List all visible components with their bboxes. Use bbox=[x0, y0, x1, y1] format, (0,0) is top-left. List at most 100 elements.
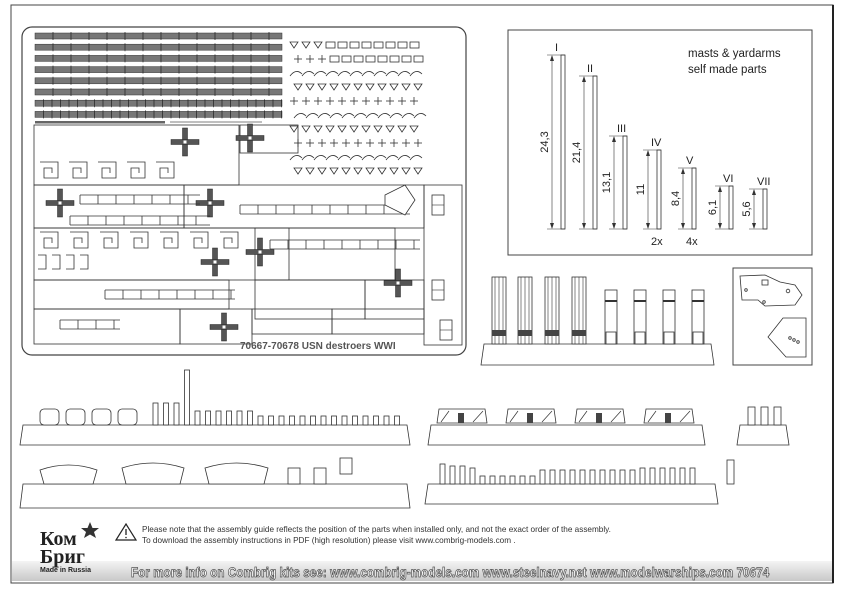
davit-part bbox=[574, 408, 626, 424]
logo-tagline: Made in Russia bbox=[40, 567, 91, 574]
sprue-base bbox=[19, 424, 411, 446]
small-fitting-part bbox=[362, 415, 369, 426]
mast-length-label: 24,3 bbox=[539, 131, 551, 152]
small-fitting-part bbox=[163, 402, 169, 426]
railing-strip bbox=[34, 55, 283, 62]
small-fitting-part bbox=[215, 410, 222, 426]
railing-strip bbox=[34, 66, 283, 73]
small-fitting-part bbox=[659, 467, 666, 485]
small-fitting-part bbox=[278, 415, 285, 426]
small-fitting-part bbox=[152, 402, 159, 426]
searchlight-part bbox=[65, 408, 86, 426]
small-fitting-part bbox=[773, 406, 782, 426]
small-fitting-part bbox=[479, 475, 486, 485]
searchlight-part bbox=[39, 408, 60, 426]
small-fitting-part bbox=[529, 475, 536, 485]
photo-etch-fret: 70667-70678 USN destroers WWI bbox=[21, 26, 467, 356]
small-fitting-part bbox=[194, 410, 201, 426]
small-fitting-part bbox=[339, 457, 353, 475]
mast-length-label: 21,4 bbox=[571, 142, 583, 163]
ventilator-part bbox=[604, 289, 618, 345]
small-fitting-part bbox=[205, 410, 211, 426]
logo-line-1: Ком bbox=[40, 528, 77, 550]
small-fitting-part bbox=[173, 402, 180, 426]
small-fitting-part bbox=[320, 415, 327, 426]
mast-id-label: II bbox=[587, 63, 593, 75]
small-fitting-part bbox=[352, 415, 358, 426]
small-fitting-part bbox=[449, 465, 456, 485]
small-fitting-part bbox=[499, 475, 506, 485]
funnel-part bbox=[544, 276, 560, 345]
small-fitting-part bbox=[331, 415, 337, 426]
mast-id-label: VII bbox=[757, 176, 770, 188]
mast-id-label: I bbox=[555, 42, 558, 54]
mast-length-label: 11 bbox=[635, 184, 647, 195]
small-fitting-part bbox=[629, 469, 636, 485]
small-fitting-part bbox=[289, 415, 295, 426]
small-fitting-part bbox=[268, 415, 274, 426]
small-fitting-part bbox=[310, 415, 316, 426]
notice-line-2: To download the assembly instructions in… bbox=[142, 535, 516, 545]
assembly-notice: Please note that the assembly guide refl… bbox=[142, 525, 611, 546]
logo-star-icon bbox=[81, 522, 99, 538]
railing-strip bbox=[34, 32, 283, 40]
small-fitting-part bbox=[469, 467, 476, 485]
railing-strip bbox=[34, 111, 283, 118]
mast-I: I 24,3 bbox=[539, 42, 566, 230]
small-fitting-part bbox=[649, 467, 656, 485]
searchlight-part bbox=[91, 408, 112, 426]
mast-VI: VI6,1 bbox=[707, 173, 733, 230]
sprue-base bbox=[427, 424, 706, 446]
small-fitting-part bbox=[313, 467, 327, 485]
masts-panel: masts & yardarms self made parts I24,3II… bbox=[507, 29, 813, 256]
small-fitting-part bbox=[589, 469, 596, 485]
funnel-part bbox=[517, 276, 533, 345]
ventilator-part bbox=[662, 289, 676, 345]
small-fitting-part bbox=[226, 410, 232, 426]
funnel-part bbox=[491, 276, 507, 345]
small-fitting-part bbox=[236, 410, 243, 426]
boat-part bbox=[204, 462, 269, 485]
sprue-base bbox=[19, 483, 411, 509]
small-fitting-part bbox=[373, 415, 379, 426]
mast-id-label: VI bbox=[723, 173, 733, 185]
small-fitting-part bbox=[609, 469, 616, 485]
small-fitting-part bbox=[689, 467, 696, 485]
small-fitting-part bbox=[383, 415, 390, 426]
footer-text: For more info on Combrig kits see: www.c… bbox=[131, 565, 770, 581]
mast-qty-label: 4x bbox=[686, 236, 698, 248]
small-fitting-part bbox=[489, 475, 496, 485]
mast-qty-label: 2x bbox=[651, 236, 663, 248]
mast-id-label: V bbox=[686, 155, 694, 167]
mast-length-label: 8,4 bbox=[670, 191, 682, 206]
small-fitting-part bbox=[747, 406, 756, 426]
logo-line-2: Бриг bbox=[40, 546, 85, 568]
small-fitting-part bbox=[247, 410, 253, 426]
mast-II: II 21,4 bbox=[571, 63, 598, 230]
ventilator-part bbox=[633, 289, 647, 345]
fret-section bbox=[423, 184, 463, 346]
small-fitting-part bbox=[579, 469, 586, 485]
railing-strip bbox=[34, 88, 283, 96]
notice-line-1: Please note that the assembly guide refl… bbox=[142, 525, 611, 534]
fret-label: 70667-70678 USN destroers WWI bbox=[240, 341, 396, 352]
small-fitting-part bbox=[760, 406, 769, 426]
small-fitting-part bbox=[549, 469, 556, 485]
small-fitting-part bbox=[679, 467, 686, 485]
small-fitting-part bbox=[394, 415, 400, 426]
small-fitting-part bbox=[669, 467, 676, 485]
small-fitting-part bbox=[287, 467, 301, 485]
warning-icon bbox=[114, 522, 138, 541]
davit-part bbox=[505, 408, 557, 424]
small-fitting-part bbox=[439, 463, 446, 485]
small-fitting-part bbox=[559, 469, 566, 485]
sprue-base bbox=[480, 343, 715, 366]
funnel-part bbox=[571, 276, 587, 345]
small-fitting-part bbox=[257, 415, 264, 426]
deck-plates-panel bbox=[732, 267, 813, 366]
small-fitting-part bbox=[184, 369, 190, 426]
